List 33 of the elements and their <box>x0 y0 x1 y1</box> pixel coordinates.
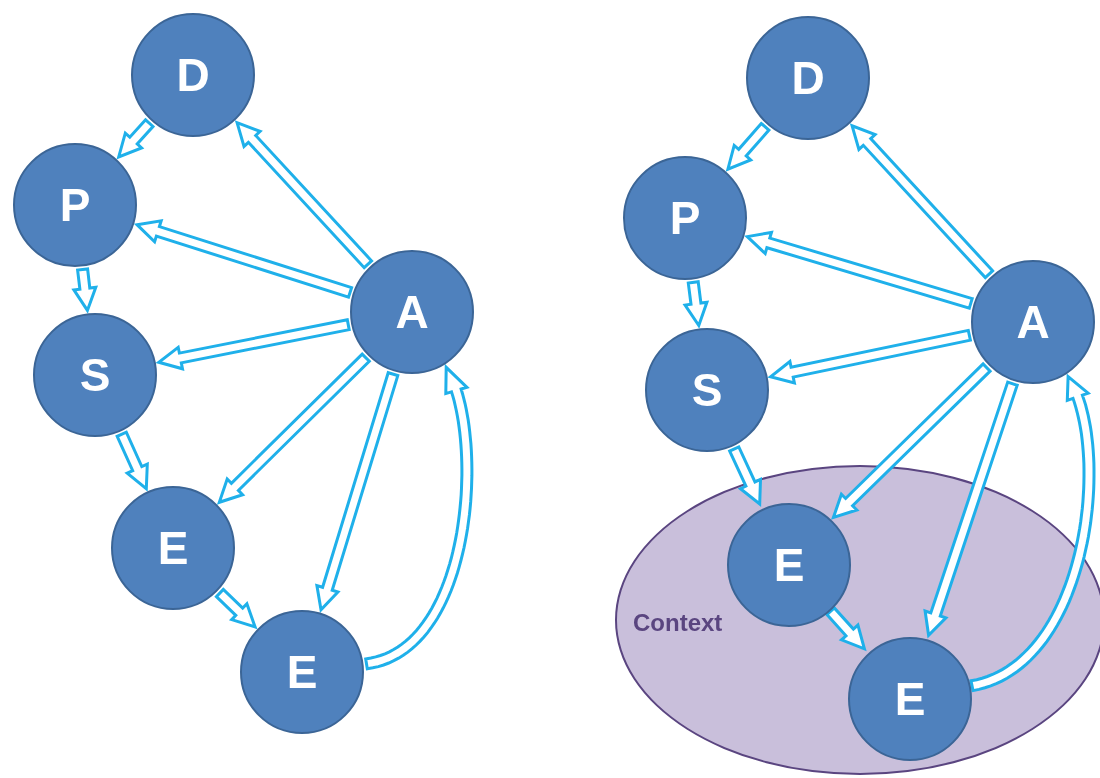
node-letter: E <box>286 649 318 695</box>
arrow <box>682 280 710 329</box>
node-letter: E <box>773 542 805 588</box>
node-letter: E <box>894 676 926 722</box>
node-letter: P <box>59 182 91 228</box>
arrow <box>133 218 354 299</box>
arrow <box>725 121 772 172</box>
arrow <box>71 267 99 314</box>
arrow <box>216 352 372 505</box>
node-letter: D <box>791 55 825 101</box>
arrow <box>744 230 975 311</box>
arrow <box>831 361 993 520</box>
arrow <box>234 120 374 270</box>
context-label: Context <box>633 609 723 637</box>
node-letter: E <box>157 525 189 571</box>
arrow <box>116 117 156 160</box>
node-letter: D <box>176 52 210 98</box>
arrow <box>923 380 1020 639</box>
arrow <box>767 328 973 386</box>
arrow <box>849 123 995 280</box>
node-letter: A <box>1016 299 1050 345</box>
arrow <box>969 373 1096 693</box>
node-letter: P <box>669 195 701 241</box>
node-letter: S <box>79 352 111 398</box>
arrow <box>115 430 149 492</box>
arrow <box>155 318 351 371</box>
arrow <box>214 587 258 630</box>
node-letter: S <box>691 367 723 413</box>
node-letter: A <box>395 289 429 335</box>
arrow <box>364 363 474 671</box>
arrow <box>824 605 867 652</box>
arrow <box>315 370 400 613</box>
arrow <box>727 444 763 508</box>
